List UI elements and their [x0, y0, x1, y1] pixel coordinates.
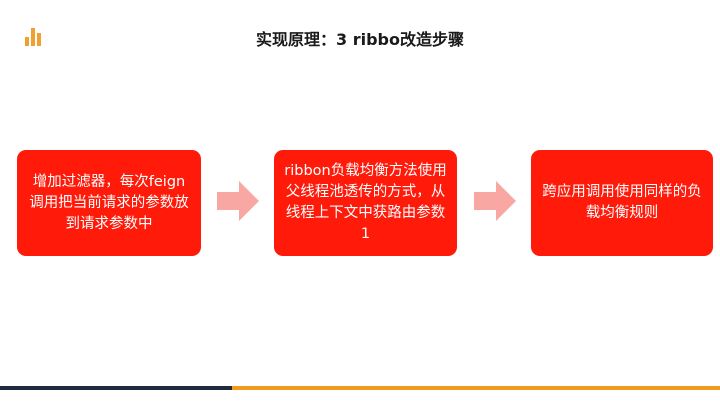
arrow-right-icon [474, 181, 516, 221]
footer-bar-orange [232, 386, 720, 390]
step-box-1: 增加过滤器，每次feign调用把当前请求的参数放到请求参数中 [17, 150, 201, 256]
step-text: 跨应用调用使用同样的负载均衡规则 [542, 184, 702, 221]
step-box-3: 跨应用调用使用同样的负载均衡规则 [531, 150, 713, 256]
step-box-2: ribbon负载均衡方法使用父线程池透传的方式，从线程上下文中获路由参数1 [274, 150, 457, 256]
footer-bar-dark [0, 386, 232, 390]
arrow-right-icon [217, 181, 259, 221]
page-title: 实现原理：3 ribbo改造步骤 [256, 30, 464, 49]
step-text: ribbon负载均衡方法使用父线程池透传的方式，从线程上下文中获路由参数1 [284, 163, 447, 242]
logo-bar [31, 28, 35, 46]
logo-bar [37, 33, 41, 46]
bar-chart-icon [25, 28, 43, 46]
logo-bar [25, 37, 29, 46]
step-text: 增加过滤器，每次feign调用把当前请求的参数放到请求参数中 [29, 173, 189, 232]
